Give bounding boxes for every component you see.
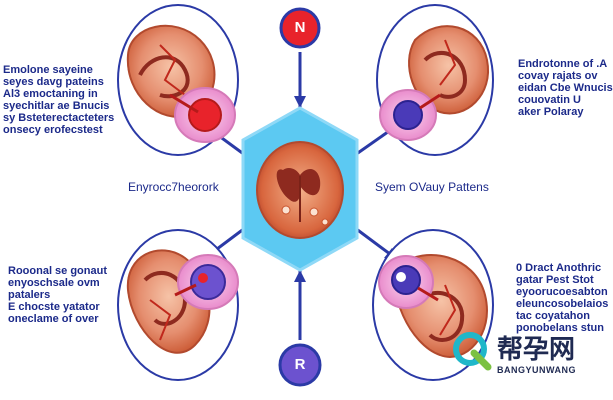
text-line: Al3 emoctaning in	[3, 88, 98, 100]
text-line: aker Polaray	[518, 106, 584, 118]
text-line: gatar Pest Stot	[516, 274, 594, 286]
text-line: seyes davg pateins	[3, 76, 104, 88]
diagram-canvas	[117, 4, 494, 387]
badge-n-label: N	[294, 19, 306, 36]
badge-r-label: R	[294, 356, 306, 373]
organ-top-left	[117, 4, 239, 156]
text-line: oneclame of over	[8, 313, 99, 325]
badge-r	[278, 343, 322, 387]
text-line: sy Bsteterectacteters	[3, 112, 115, 124]
watermark-brand: 帮孕网	[497, 335, 576, 365]
text-line: Endrotonne of .A	[518, 58, 608, 70]
text-line: eidan Cbe Wnucis	[518, 82, 613, 94]
arrow-bottom	[294, 270, 306, 282]
watermark-logo: 帮孕网 BANGYUNWANG	[452, 327, 600, 387]
text-line: tac coyatahon	[516, 310, 590, 322]
watermark-mark-icon	[453, 332, 492, 371]
text-line: E chocste yatator	[8, 301, 100, 313]
text-line: ponobelans stun	[516, 322, 604, 334]
text-line: couovatin U	[518, 94, 581, 106]
central-hexagon	[241, 106, 359, 272]
arrow-top	[294, 96, 306, 108]
text-line: enyoschsale ovm	[8, 277, 100, 289]
label-center-right: Syem OVauy Pattens	[375, 180, 489, 194]
label-center-left: Enyrocc7heorork	[128, 180, 219, 194]
text-line: onsecy erofecstest	[3, 124, 103, 136]
watermark-sub: BANGYUNWANG	[497, 365, 576, 375]
badge-n	[279, 7, 321, 49]
text-line: covay rajats ov	[518, 70, 598, 82]
central-uterus-shape	[276, 167, 321, 202]
text-line: Emolone sayeine	[3, 64, 93, 76]
text-line: Rooonal se gonaut	[8, 265, 107, 277]
organ-top-right	[376, 4, 494, 156]
text-line: patalers	[8, 289, 51, 301]
text-line: syechitlar ae Bnucis	[3, 100, 110, 112]
text-line: 0 Dract Anothric	[516, 262, 602, 274]
organ-bottom-left	[117, 229, 239, 381]
organ-bottom-right	[372, 229, 494, 381]
text-line: eyoorucoesabton	[516, 286, 608, 298]
text-line: eleuncosobelaios	[516, 298, 609, 310]
